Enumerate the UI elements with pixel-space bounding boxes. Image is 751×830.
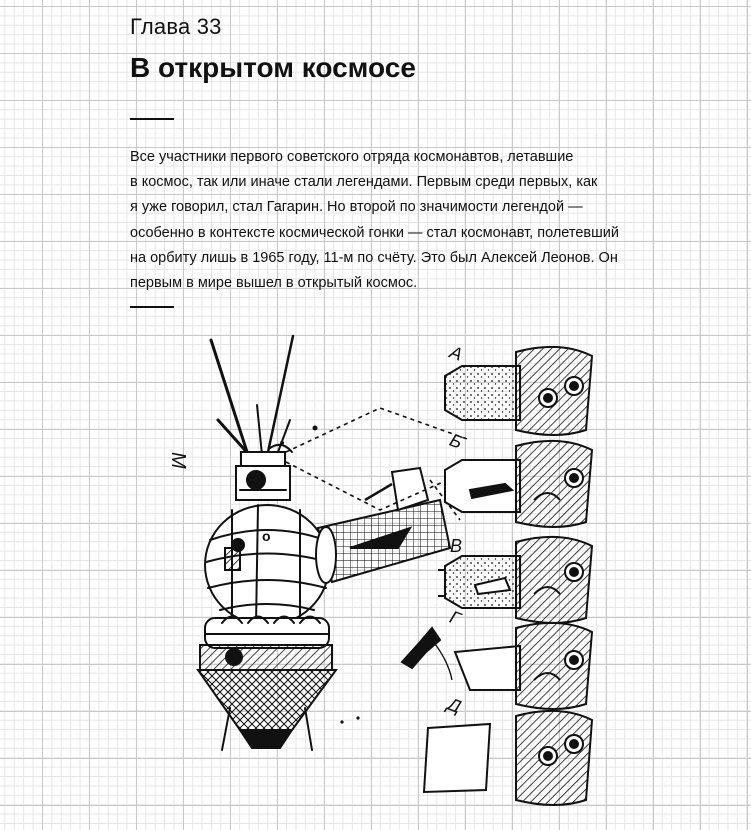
body-line: в космос, так или иначе стали легендами.… [130, 174, 598, 191]
stage-5 [422, 709, 594, 806]
body-paragraph: Все участники первого советского отряда … [130, 145, 665, 296]
mark-a: А [446, 342, 465, 365]
body-line: я уже говорил, стал Гагарин. Но второй п… [130, 199, 583, 216]
stage-1 [444, 345, 594, 436]
svg-text:o: o [262, 528, 271, 544]
body-line: особенно в контексте космической гонки —… [130, 224, 619, 241]
mark-d: Д [443, 693, 464, 717]
mark-g: Г [447, 607, 464, 630]
mark-v: В [450, 536, 462, 556]
voskhod-airlock-sketch: o М А Б В Г Д [167, 334, 594, 806]
body-line: на орбиту лишь в 1965 году, 11-м по счёт… [130, 249, 618, 266]
mark-m: М [167, 452, 189, 469]
body-line: первым в мире вышел в открытый космос. [130, 275, 418, 292]
trajectory-lines [285, 407, 471, 521]
spacecraft-drawing: o [196, 334, 338, 751]
body-line: Все участники первого советского отряда … [130, 149, 574, 165]
stage-3 [438, 535, 594, 624]
airlock-tube [315, 466, 452, 584]
stage-2 [444, 439, 594, 528]
stage-4 [400, 621, 594, 710]
chapter-label: Глава 33 [130, 14, 222, 39]
chapter-title: В открытом космосе [130, 52, 416, 83]
airlock-stages [400, 345, 594, 806]
title-rule [130, 118, 174, 120]
paragraph-rule [130, 306, 174, 308]
